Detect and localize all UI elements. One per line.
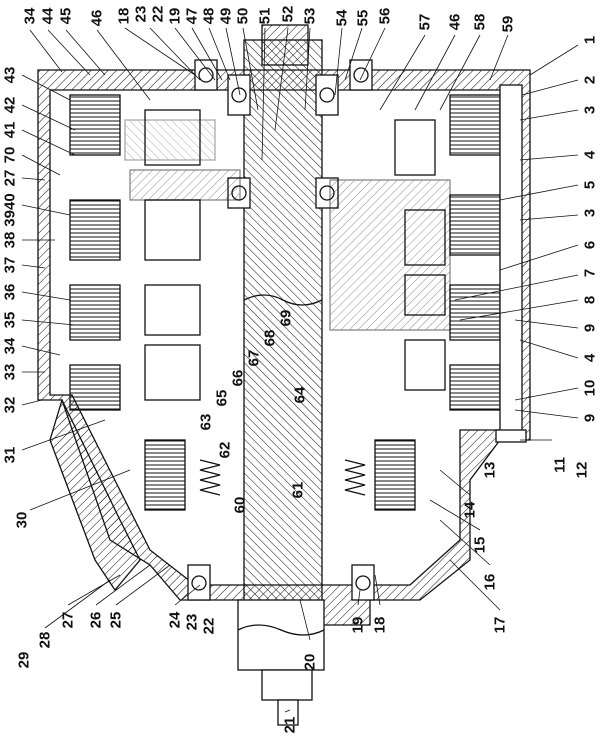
part-label: 3 [581,208,599,218]
part-label: 26 [87,611,105,629]
part-label: 14 [461,501,479,519]
part-label: 12 [573,461,591,479]
part-label: 7 [581,268,599,278]
part-label: 38 [1,231,19,249]
part-label: 63 [197,413,215,431]
part-label: 11 [551,457,569,473]
part-label: 31 [1,446,19,464]
part-label: 46 [446,13,464,31]
part-label: 70 [1,146,19,164]
part-label: 58 [471,13,489,31]
part-label: 67 [245,349,263,367]
part-label: 57 [416,13,434,31]
part-label: 52 [279,5,297,23]
part-label: 37 [1,256,19,274]
part-label: 55 [354,9,372,27]
part-label: 19 [166,7,184,25]
part-label: 69 [277,309,295,327]
part-label: 6 [581,240,599,250]
part-label: 53 [301,7,319,25]
part-label: 27 [1,169,19,187]
part-label: 27 [59,611,77,629]
part-label: 18 [115,7,133,25]
part-label: 43 [1,66,19,84]
part-label: 16 [481,573,499,591]
part-label: 30 [13,511,31,529]
part-label: 44 [39,7,57,25]
part-label: 23 [132,5,150,23]
shaft-end [261,669,313,701]
part-label: 41 [1,121,19,139]
part-label: 9 [581,413,599,423]
part-label: 29 [15,651,33,669]
part-label: 19 [349,616,367,634]
part-label: 20 [301,653,319,671]
part-label: 50 [234,7,252,25]
part-label: 4 [581,353,599,363]
part-label: 34 [21,7,39,25]
part-label: 65 [213,389,231,407]
part-label: 13 [481,461,499,479]
part-label: 23 [183,613,201,631]
part-label: 33 [1,363,19,381]
part-label: 9 [581,323,599,333]
part-label: 66 [229,369,247,387]
part-label: 68 [261,329,279,347]
part-label: 59 [499,15,517,33]
part-label: 2 [581,75,599,85]
part-label: 35 [1,311,19,329]
part-label: 36 [1,283,19,301]
part-label: 54 [333,9,351,27]
part-label: 51 [256,7,274,25]
part-label: 3 [581,105,599,115]
planet-gears [124,109,451,401]
part-label: 34 [1,337,19,355]
clutch-packs [69,94,501,511]
part-label: 25 [107,611,125,629]
part-label: 64 [291,386,309,404]
part-label: 4 [581,150,599,160]
part-label: 18 [371,616,389,634]
part-label: 1 [581,35,599,45]
part-label: 5 [581,180,599,190]
part-label: 49 [217,7,235,25]
part-label: 22 [149,5,167,23]
part-label: 47 [183,7,201,25]
part-label: 56 [376,7,394,25]
part-label: 60 [231,496,249,514]
part-label: 10 [581,379,599,397]
tie-bolt [499,84,523,436]
part-label: 45 [57,7,75,25]
input-hub [261,24,309,66]
part-label: 28 [36,631,54,649]
part-label: 21 [281,716,299,734]
part-label: 46 [88,9,106,27]
part-label: 24 [166,611,184,629]
leader-lines [21,27,579,713]
break-line [237,294,325,636]
part-label: 32 [1,396,19,414]
part-label: 8 [581,295,599,305]
main-shaft [243,39,323,641]
part-label: 3940 [1,193,19,227]
part-label: 61 [289,481,307,499]
part-label: 48 [200,7,218,25]
part-label: 62 [216,441,234,459]
part-label: 15 [471,536,489,554]
part-label: 22 [200,617,218,635]
part-label: 42 [1,96,19,114]
shaft-tip [277,699,299,726]
part-label: 17 [491,616,509,634]
